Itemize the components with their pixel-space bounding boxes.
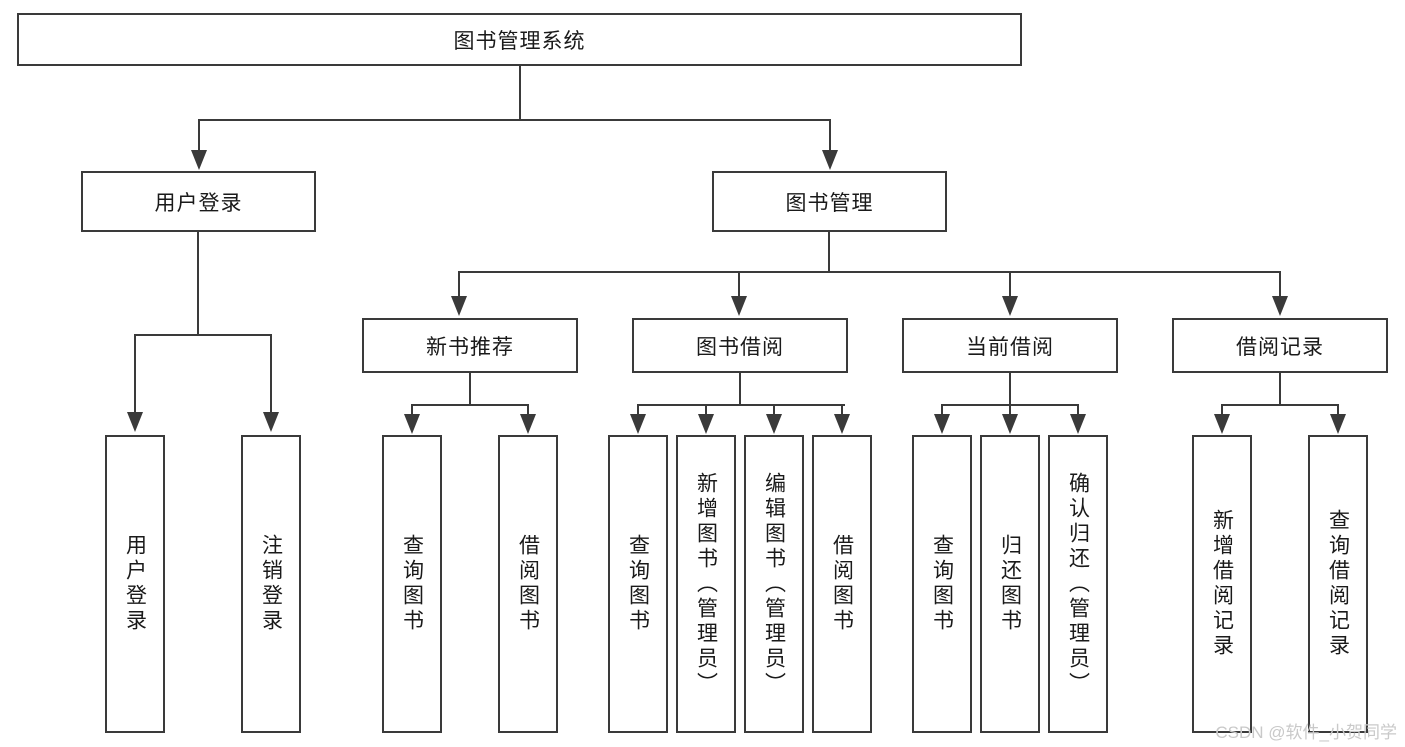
edge-user-login-to-leaf-1: [134, 334, 136, 414]
edge-borrow-record-stem: [1279, 373, 1281, 406]
edge-current-borrow-to-leaf-3: [1077, 404, 1079, 418]
edge-borrow-record-to-leaf-1: [1221, 404, 1223, 418]
node-label: 借阅记录: [1236, 335, 1324, 359]
csdn-watermark: CSDN @软件_小贺同学: [1215, 723, 1397, 742]
arrowhead-bm-new-book: [451, 296, 467, 316]
arrowhead-book-borrow-leaf-4: [834, 414, 850, 434]
edge-new-book-stem: [469, 373, 471, 406]
arrowhead-to-book-management: [822, 150, 838, 170]
node-label: 借阅图书: [516, 534, 540, 634]
node-label: 图书借阅: [696, 335, 784, 359]
edge-current-borrow-to-leaf-1: [941, 404, 943, 418]
edge-bm-to-new-book: [458, 271, 460, 298]
leaf-book-borrow-3[interactable]: 编辑图书（管理员）: [744, 435, 804, 733]
leaf-user-login-2[interactable]: 注销登录: [241, 435, 301, 733]
node-label: 当前借阅: [966, 335, 1054, 359]
leaf-book-borrow-4[interactable]: 借阅图书: [812, 435, 872, 733]
node-label: 借阅图书: [830, 534, 854, 634]
arrowhead-bm-book-borrow: [731, 296, 747, 316]
edge-new-book-to-leaf-2: [527, 404, 529, 418]
node-book-management[interactable]: 图书管理: [712, 171, 947, 232]
node-label: 归还图书: [998, 534, 1022, 634]
leaf-current-borrow-2[interactable]: 归还图书: [980, 435, 1040, 733]
leaf-borrow-record-1[interactable]: 新增借阅记录: [1192, 435, 1252, 733]
arrowhead-current-borrow-leaf-3: [1070, 414, 1086, 434]
node-label: 用户登录: [154, 191, 243, 215]
arrowhead-to-user-login: [191, 150, 207, 170]
leaf-user-login-1[interactable]: 用户登录: [105, 435, 165, 733]
edge-root-bus: [198, 119, 831, 121]
node-label: 查询图书: [626, 534, 650, 634]
node-label: 查询图书: [400, 534, 424, 634]
edge-user-login-stem: [197, 232, 199, 336]
arrowhead-user-login-leaf-2: [263, 412, 279, 432]
leaf-new-book-recommend-2[interactable]: 借阅图书: [498, 435, 558, 733]
edge-bm-to-book-borrow: [738, 271, 740, 298]
edge-root-to-user-login: [198, 119, 200, 152]
node-user-login[interactable]: 用户登录: [81, 171, 316, 232]
node-new-book-recommend[interactable]: 新书推荐: [362, 318, 578, 373]
node-root-book-management-system[interactable]: 图书管理系统: [17, 13, 1022, 66]
arrowhead-new-book-leaf-1: [404, 414, 420, 434]
leaf-new-book-recommend-1[interactable]: 查询图书: [382, 435, 442, 733]
edge-book-borrow-to-leaf-3: [773, 404, 775, 418]
edge-bm-to-current-borrow: [1009, 271, 1011, 298]
edge-current-borrow-to-leaf-2: [1009, 404, 1011, 418]
leaf-borrow-record-2[interactable]: 查询借阅记录: [1308, 435, 1368, 733]
arrowhead-book-borrow-leaf-1: [630, 414, 646, 434]
node-current-borrow[interactable]: 当前借阅: [902, 318, 1118, 373]
leaf-current-borrow-3[interactable]: 确认归还（管理员）: [1048, 435, 1108, 733]
node-label: 用户登录: [123, 534, 147, 634]
arrowhead-book-borrow-leaf-3: [766, 414, 782, 434]
node-label: 图书管理: [785, 191, 874, 215]
edge-new-book-to-leaf-1: [411, 404, 413, 418]
arrowhead-new-book-leaf-2: [520, 414, 536, 434]
edge-user-login-bus: [134, 334, 271, 336]
edge-borrow-record-to-leaf-2: [1337, 404, 1339, 418]
node-book-borrow[interactable]: 图书借阅: [632, 318, 848, 373]
edge-root-to-book-management: [829, 119, 831, 152]
node-label: 新书推荐: [426, 335, 514, 359]
edge-new-book-bus: [411, 404, 528, 406]
edge-book-borrow-to-leaf-4: [841, 404, 843, 418]
arrowhead-current-borrow-leaf-1: [934, 414, 950, 434]
leaf-book-borrow-2[interactable]: 新增图书（管理员）: [676, 435, 736, 733]
node-borrow-record[interactable]: 借阅记录: [1172, 318, 1388, 373]
edge-book-borrow-to-leaf-2: [705, 404, 707, 418]
node-label: 注销登录: [259, 534, 283, 634]
edge-book-borrow-to-leaf-1: [637, 404, 639, 418]
node-label: 新增图书（管理员）: [694, 471, 718, 697]
arrowhead-book-borrow-leaf-2: [698, 414, 714, 434]
arrowhead-current-borrow-leaf-2: [1002, 414, 1018, 434]
edge-root-stem: [519, 66, 521, 120]
edge-borrow-record-bus: [1221, 404, 1338, 406]
node-label: 编辑图书（管理员）: [762, 471, 786, 697]
arrowhead-borrow-record-leaf-2: [1330, 414, 1346, 434]
edge-book-borrow-bus: [637, 404, 845, 406]
edge-user-login-to-leaf-2: [270, 334, 272, 414]
arrowhead-user-login-leaf-1: [127, 412, 143, 432]
edge-book-borrow-stem: [739, 373, 741, 406]
node-label: 新增借阅记录: [1210, 509, 1234, 659]
edge-book-management-stem: [828, 232, 830, 273]
arrowhead-bm-current-borrow: [1002, 296, 1018, 316]
node-label: 图书管理系统: [453, 29, 586, 53]
leaf-current-borrow-1[interactable]: 查询图书: [912, 435, 972, 733]
arrowhead-bm-borrow-record: [1272, 296, 1288, 316]
node-label: 确认归还（管理员）: [1066, 471, 1090, 697]
node-label: 查询借阅记录: [1326, 509, 1350, 659]
arrowhead-borrow-record-leaf-1: [1214, 414, 1230, 434]
edge-current-borrow-stem: [1009, 373, 1011, 406]
edge-bm-to-borrow-record: [1279, 271, 1281, 298]
node-label: 查询图书: [930, 534, 954, 634]
leaf-book-borrow-1[interactable]: 查询图书: [608, 435, 668, 733]
edge-book-management-bus: [458, 271, 1280, 273]
